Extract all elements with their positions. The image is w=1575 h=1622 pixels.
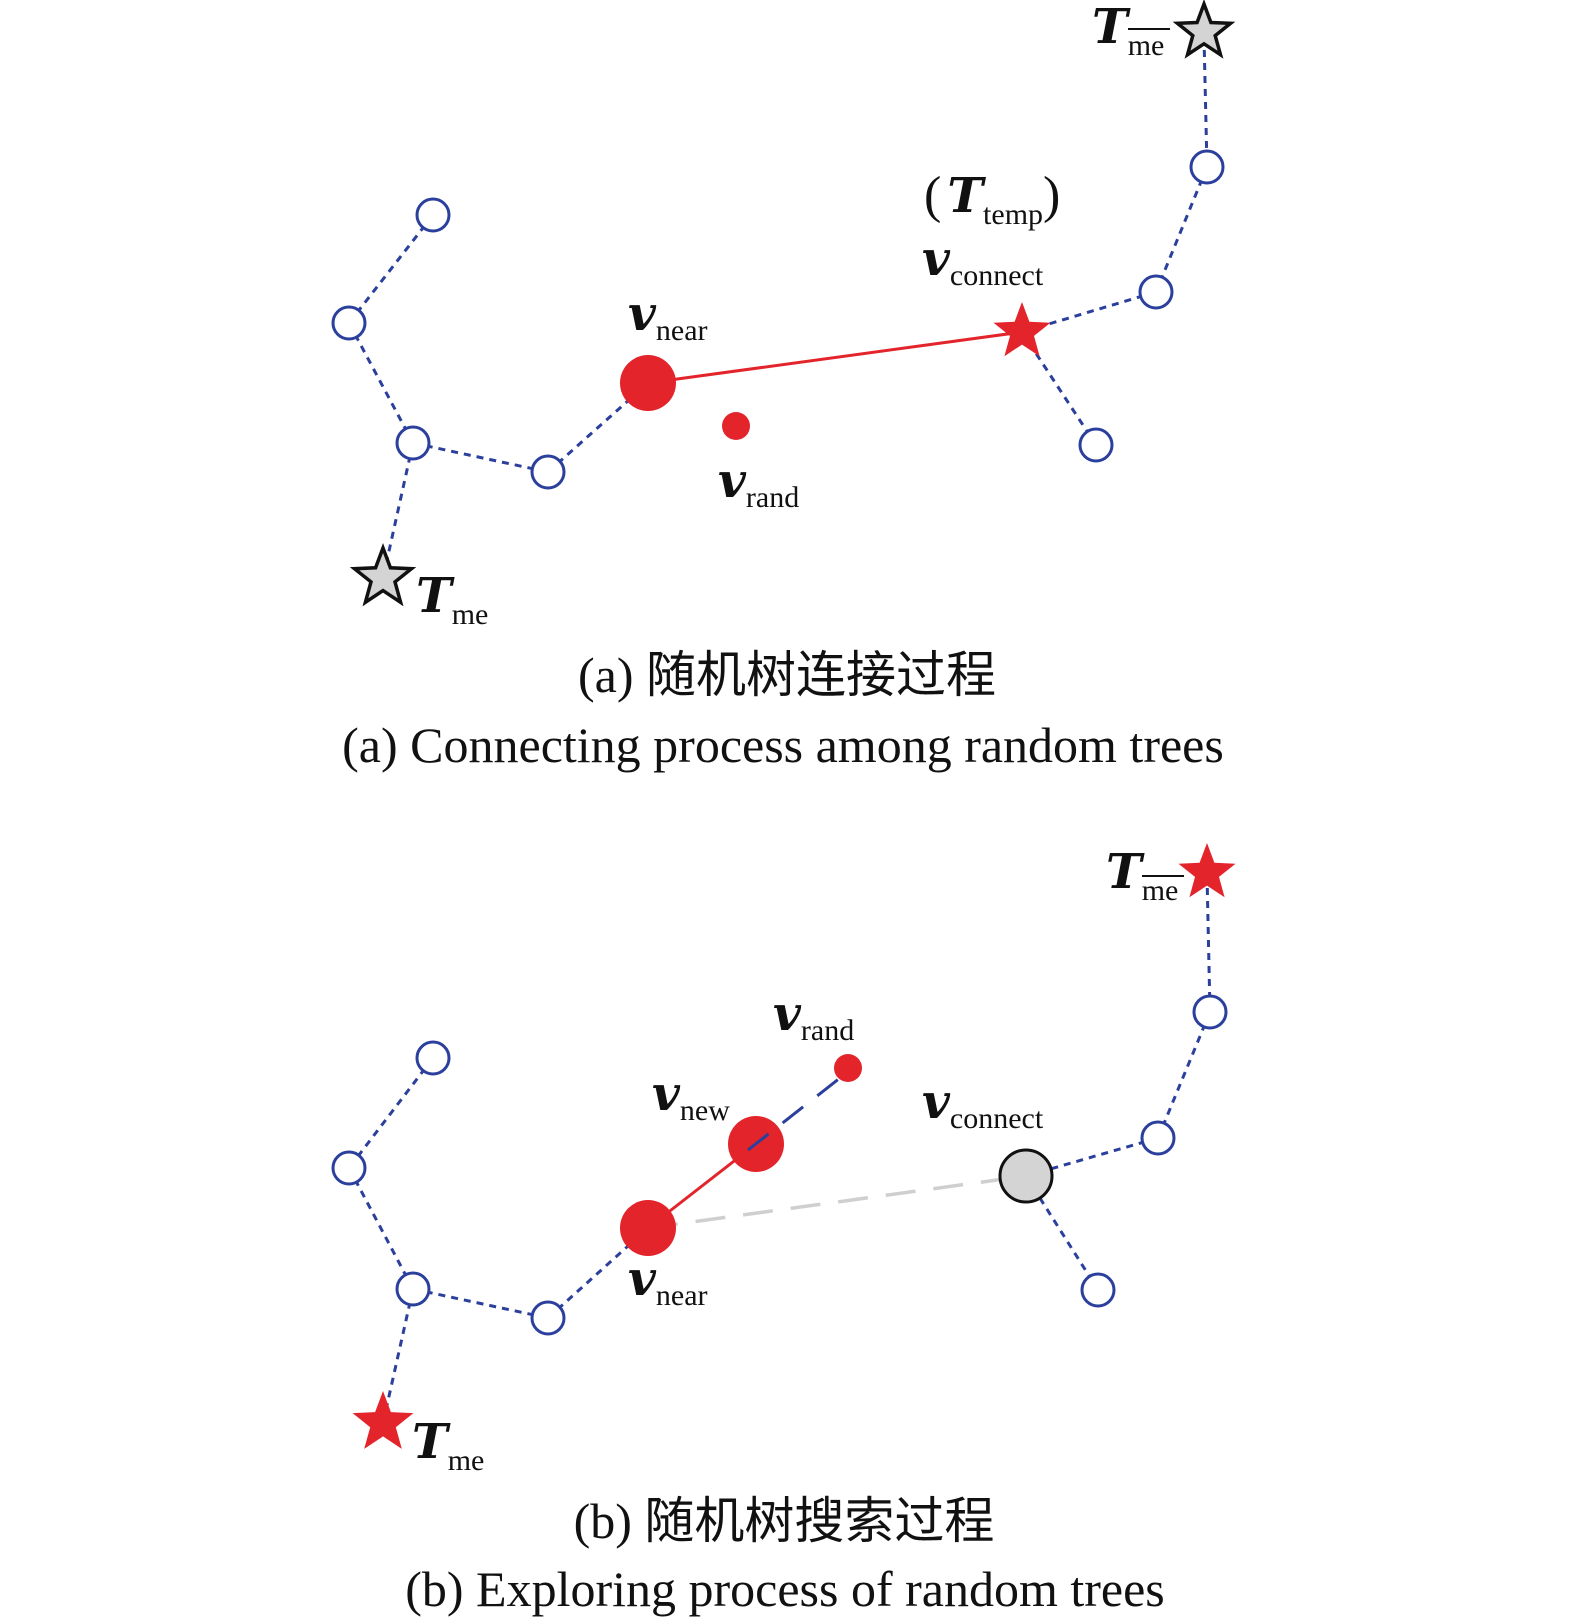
tree-edge: [347, 1167, 415, 1290]
label-t-me-bar: Tme: [1092, 0, 1164, 62]
tree-edge: [546, 1226, 650, 1320]
tree-edge: [1021, 290, 1157, 334]
tree-node: [530, 454, 566, 490]
tree-nodes: [331, 994, 1228, 1336]
tree-node: [415, 1040, 451, 1076]
goal-star-icon: [1172, 0, 1236, 59]
tree-node: [331, 305, 367, 341]
tree-node: [415, 197, 451, 233]
right-tree-edges: [1024, 874, 1212, 1291]
tree-node: [1189, 149, 1225, 185]
v-near-node: [620, 355, 676, 411]
label-v-rand: vrand: [773, 986, 854, 1047]
start-star-icon: [352, 1391, 414, 1449]
tree-node: [395, 1271, 431, 1307]
tree-node: [1140, 1120, 1176, 1156]
caption-a-en: (a) Connecting process among random tree…: [342, 717, 1224, 773]
label-t-me: Tme: [416, 568, 488, 631]
v-near-node: [620, 1200, 676, 1256]
tree-edge: [347, 214, 435, 324]
tree-edge: [347, 1057, 435, 1169]
tree-node: [1192, 994, 1228, 1030]
v-rand-point: [834, 1054, 862, 1082]
tree-node: [395, 425, 431, 461]
connection-line: [647, 330, 1023, 385]
tree-edge: [347, 322, 415, 444]
start-star-icon: [349, 543, 417, 607]
tree-edge: [1156, 1011, 1212, 1139]
tree-edge: [412, 1287, 549, 1320]
tree-edge: [381, 442, 415, 579]
tree-node: [1138, 274, 1174, 310]
caption-b-cn: (b) 随机树搜索过程: [574, 1493, 995, 1549]
label-v-connect: vconnect: [922, 1074, 1044, 1135]
caption-b-en: (b) Exploring process of random trees: [405, 1561, 1165, 1617]
v-rand-point: [722, 412, 750, 440]
label-v-near: vnear: [628, 1251, 708, 1312]
tree-node: [1080, 1272, 1116, 1308]
label-v-new: vnew: [652, 1066, 730, 1127]
tree-edge: [1202, 36, 1209, 168]
tree-edge: [1024, 1175, 1100, 1291]
tree-edge: [547, 381, 649, 474]
label-v-connect: vconnect: [922, 231, 1044, 292]
tree-node: [1078, 427, 1114, 463]
left-tree-edges: [347, 214, 649, 579]
label-t-me-bar: Tme: [1106, 844, 1178, 907]
tree-edge: [1025, 1136, 1159, 1178]
panel-b: vrand vnew vconnect vnear Tme Tme (b) 随机…: [331, 843, 1236, 1617]
tree-node: [530, 1300, 566, 1336]
tree-nodes: [331, 149, 1225, 490]
tree-node: [331, 1150, 367, 1186]
left-tree-edges: [347, 1057, 650, 1424]
right-tree-edges: [1020, 36, 1209, 446]
connect-star-icon: [993, 302, 1051, 357]
label-v-near: vnear: [628, 286, 708, 347]
tree-edge: [381, 1288, 415, 1424]
label-t-me: Tme: [412, 1414, 484, 1477]
attempt-line: [647, 1174, 1027, 1230]
label-v-rand: vrand: [718, 453, 799, 514]
v-connect-node: [998, 1148, 1054, 1204]
panel-a: vnear vrand vconnect (Ttemp) Tme Tme (a)…: [331, 0, 1236, 773]
goal-star-icon: [1178, 843, 1236, 898]
tree-edge: [1154, 166, 1209, 293]
label-t-temp: (Ttemp): [924, 167, 1060, 231]
caption-a-cn: (a) 随机树连接过程: [578, 647, 996, 703]
tree-edge: [1020, 331, 1098, 446]
tree-edge: [412, 441, 549, 474]
direction-line: [747, 1076, 841, 1152]
tree-edge: [1205, 874, 1212, 1013]
